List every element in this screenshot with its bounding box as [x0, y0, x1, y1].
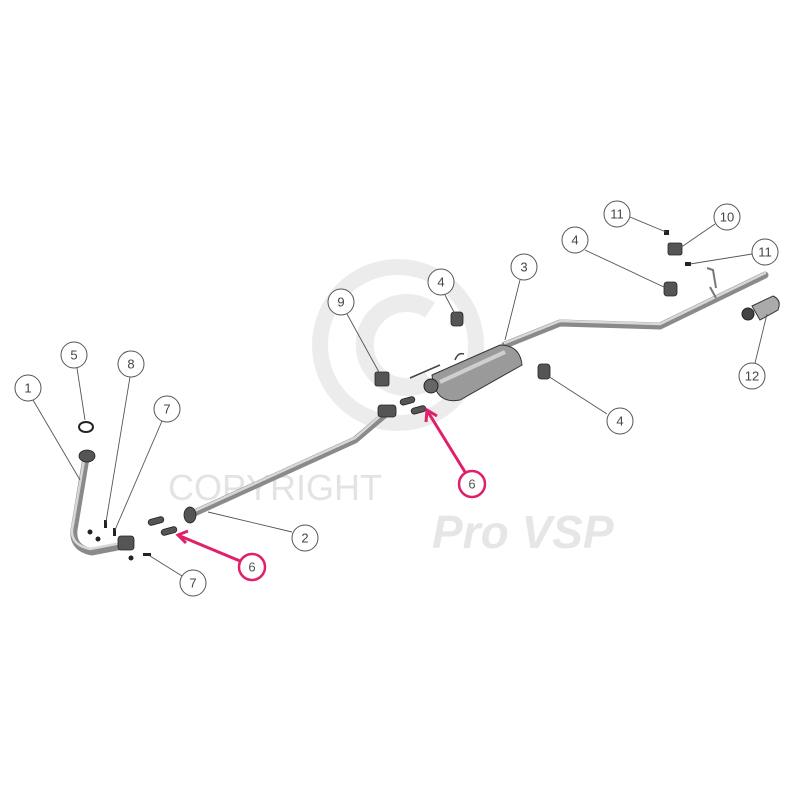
callout-9: 9 — [327, 288, 355, 316]
rubber-mount-part-4-lower — [537, 363, 551, 380]
copyright-circle — [312, 259, 484, 431]
svg-text:2: 2 — [301, 531, 308, 546]
callout-10: 10 — [713, 203, 741, 231]
intermediate-pipe-part-2 — [183, 404, 397, 524]
rubber-mount-part-4-right — [663, 281, 678, 297]
callout-5: 5 — [60, 341, 88, 369]
clamp-part-6-front — [147, 516, 178, 536]
svg-text:8: 8 — [127, 357, 134, 372]
svg-text:4: 4 — [437, 275, 444, 290]
callout-11-upper: 11 — [603, 200, 631, 228]
svg-text:4: 4 — [571, 233, 578, 248]
svg-text:7: 7 — [163, 402, 170, 417]
leader-lines — [32, 216, 768, 577]
callout-6-front-highlighted: 6 — [237, 552, 267, 582]
clamp-part-6-rear — [399, 396, 427, 415]
callout-6-rear-highlighted: 6 — [457, 469, 487, 499]
callout-1: 1 — [14, 374, 42, 402]
callout-4-lower: 4 — [606, 407, 634, 435]
svg-text:4: 4 — [616, 414, 623, 429]
rubber-mount-part-4-upper — [450, 311, 464, 327]
svg-text:3: 3 — [520, 260, 527, 275]
callout-3: 3 — [510, 253, 538, 281]
highlight-arrows — [175, 407, 467, 563]
copyright-watermark: COPYRIGHT Pro VSP — [168, 259, 614, 558]
svg-text:12: 12 — [745, 369, 759, 384]
copyright-c — [355, 294, 435, 396]
gasket-part-5 — [78, 421, 94, 433]
rear-muffler-part-3 — [409, 267, 769, 402]
callout-7-lower: 7 — [179, 569, 207, 597]
callout-12: 12 — [738, 362, 766, 390]
svg-text:1: 1 — [24, 381, 31, 396]
svg-text:7: 7 — [189, 576, 196, 591]
svg-text:11: 11 — [758, 245, 772, 260]
tail-trim-part-12 — [741, 295, 780, 321]
bracket-part-9 — [374, 371, 390, 387]
callout-8: 8 — [117, 350, 145, 378]
svg-text:6: 6 — [248, 560, 255, 575]
callout-2: 2 — [291, 524, 319, 552]
bolts-nuts — [87, 520, 151, 561]
callout-7-upper: 7 — [153, 395, 181, 423]
callout-11-lower: 11 — [751, 238, 779, 266]
watermark-brand: Pro VSP — [432, 506, 614, 558]
svg-text:6: 6 — [468, 477, 475, 492]
svg-text:9: 9 — [337, 295, 344, 310]
bolt-part-11-lower — [685, 262, 691, 266]
front-downpipe-part-1 — [70, 449, 135, 556]
svg-text:10: 10 — [720, 210, 734, 225]
bolt-part-11-upper — [664, 230, 669, 235]
callout-4-upper: 4 — [427, 268, 455, 296]
callout-4-right: 4 — [561, 226, 589, 254]
svg-text:5: 5 — [70, 348, 77, 363]
hanger-bracket-part-10 — [667, 242, 683, 256]
svg-text:11: 11 — [610, 207, 624, 222]
